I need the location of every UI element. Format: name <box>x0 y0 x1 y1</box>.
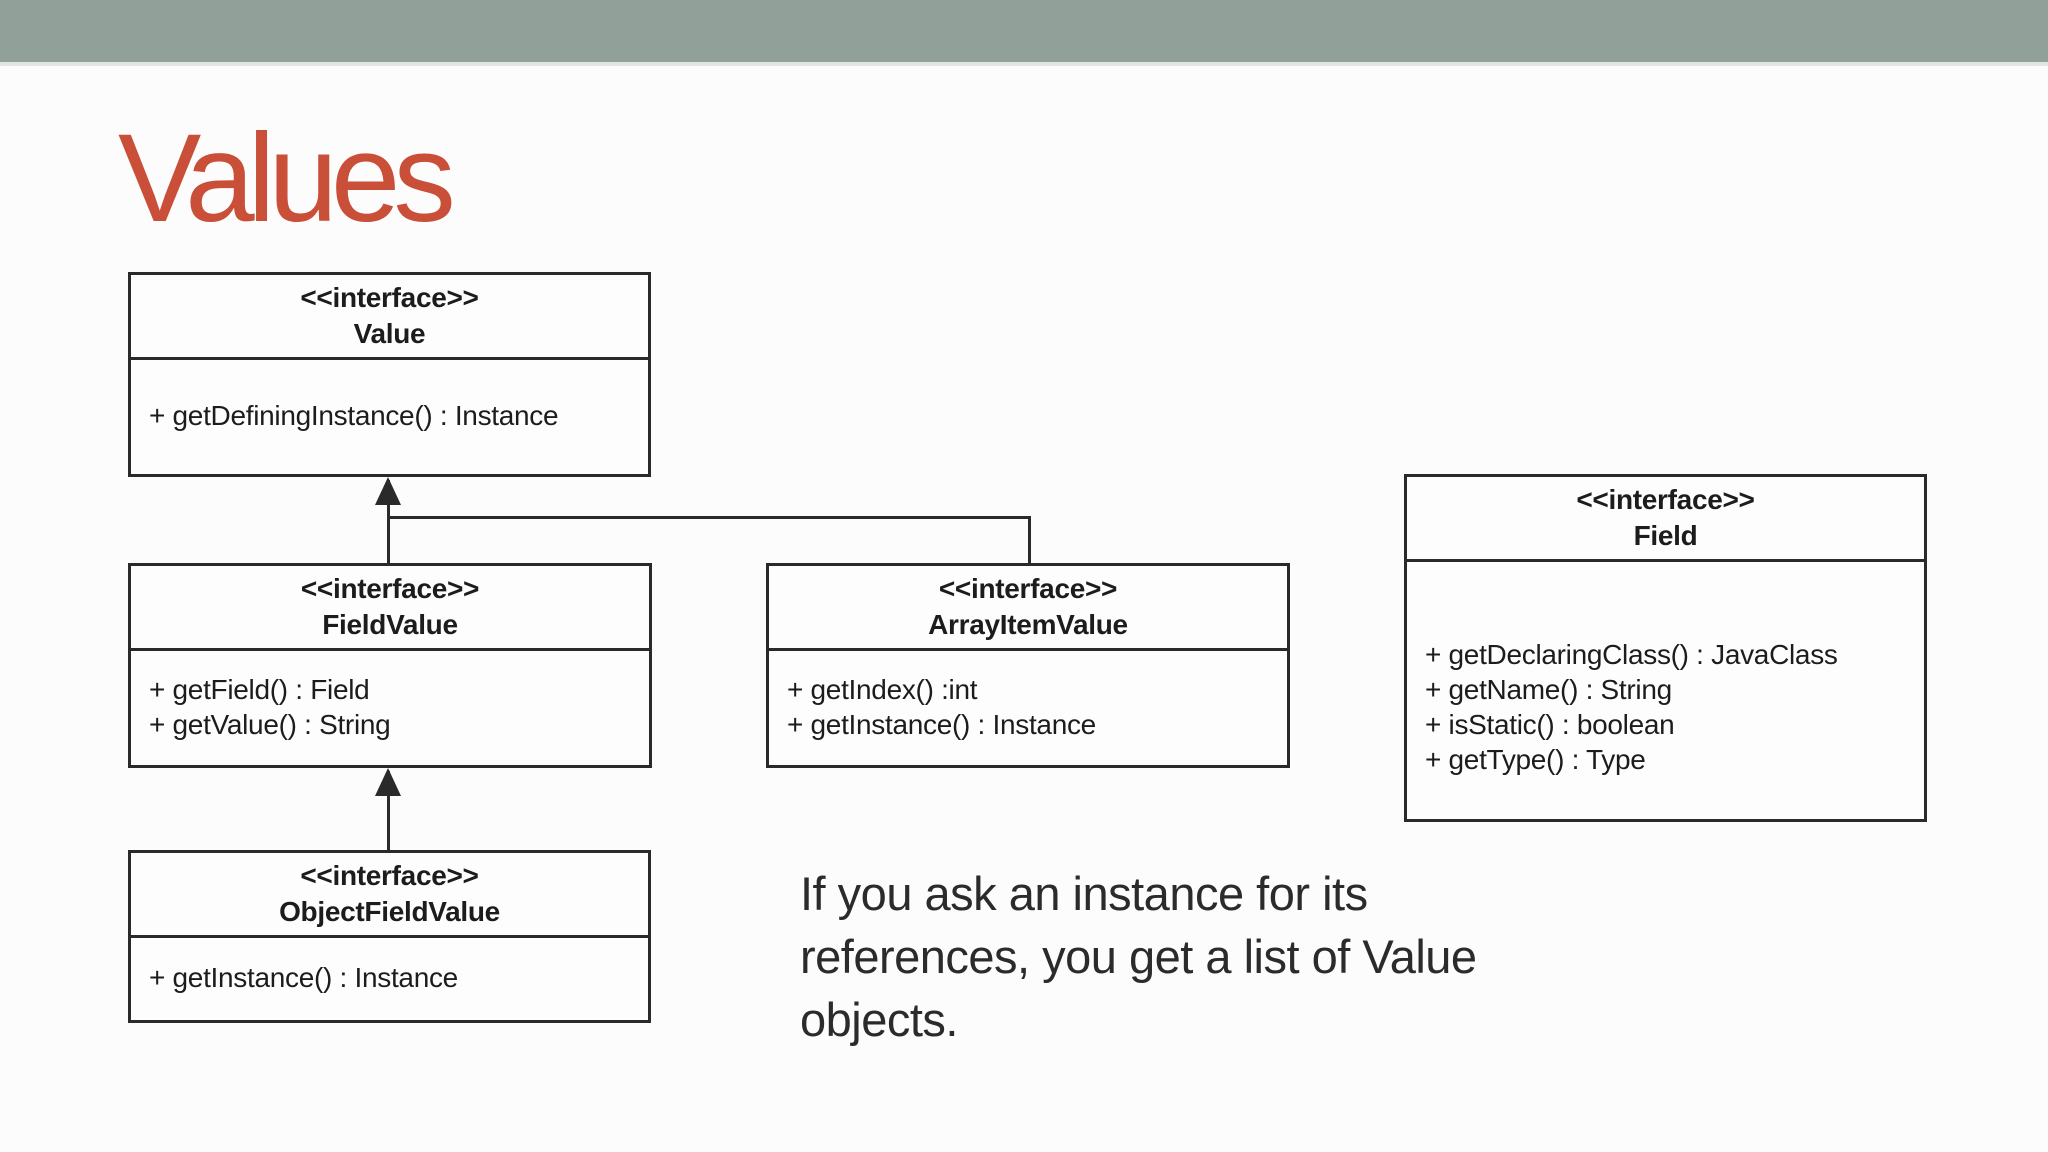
method-label: + getIndex() :int <box>787 673 978 705</box>
class-name-label: FieldValue <box>322 609 458 640</box>
uml-class-objectfieldvalue-methods: + getInstance() : Instance <box>131 938 648 1017</box>
class-name-label: ArrayItemValue <box>928 609 1128 640</box>
generalization-line-arrayitemvalue-horizontal <box>387 516 1031 519</box>
uml-class-value-header: <<interface>> Value <box>131 275 648 360</box>
uml-class-field-header: <<interface>> Field <box>1407 477 1924 562</box>
class-name-label: Field <box>1633 520 1698 551</box>
method-label: + getType() : Type <box>1425 744 1646 775</box>
note-line: references, you get a list of Value <box>800 930 1477 983</box>
uml-class-value: <<interface>> Value + getDefiningInstanc… <box>128 272 651 477</box>
uml-class-objectfieldvalue-header: <<interface>> ObjectFieldValue <box>131 853 648 938</box>
note-line: If you ask an instance for its <box>800 867 1368 920</box>
uml-class-field: <<interface>> Field + getDeclaringClass(… <box>1404 474 1927 822</box>
generalization-arrow-icon <box>375 477 401 505</box>
uml-class-field-methods: + getDeclaringClass() : JavaClass + getN… <box>1407 562 1924 816</box>
top-accent-bar-edge <box>0 62 2048 66</box>
generalization-arrow-icon <box>375 768 401 796</box>
uml-class-fieldvalue: <<interface>> FieldValue + getField() : … <box>128 563 652 768</box>
slide-title: Values <box>118 109 456 248</box>
stereotype-label: <<interface>> <box>1576 484 1755 515</box>
method-label: + getField() : Field <box>149 673 370 705</box>
note-text: If you ask an instance for its reference… <box>800 862 1477 1051</box>
uml-class-fieldvalue-methods: + getField() : Field + getValue() : Stri… <box>131 651 649 762</box>
method-label: + isStatic() : boolean <box>1425 709 1675 740</box>
generalization-line-fieldvalue-to-value <box>387 480 390 565</box>
uml-class-arrayitemvalue-header: <<interface>> ArrayItemValue <box>769 566 1287 651</box>
method-label: + getInstance() : Instance <box>787 708 1096 740</box>
method-label: + getDeclaringClass() : JavaClass <box>1425 639 1838 670</box>
uml-class-arrayitemvalue-methods: + getIndex() :int + getInstance() : Inst… <box>769 651 1287 762</box>
generalization-line-objectfieldvalue-to-fieldvalue <box>387 771 390 852</box>
uml-class-objectfieldvalue: <<interface>> ObjectFieldValue + getInst… <box>128 850 651 1023</box>
top-accent-bar <box>0 0 2048 62</box>
method-label: + getName() : String <box>1425 674 1672 705</box>
method-label: + getDefiningInstance() : Instance <box>149 400 559 431</box>
stereotype-label: <<interface>> <box>938 573 1118 604</box>
method-label: + getInstance() : Instance <box>149 962 458 993</box>
uml-class-value-methods: + getDefiningInstance() : Instance <box>131 360 648 471</box>
method-label: + getValue() : String <box>149 708 391 740</box>
class-name-label: ObjectFieldValue <box>279 896 500 927</box>
generalization-line-arrayitemvalue-vertical <box>1028 516 1031 565</box>
stereotype-label: <<interface>> <box>300 573 480 604</box>
stereotype-label: <<interface>> <box>300 860 479 891</box>
stereotype-label: <<interface>> <box>300 282 479 313</box>
note-line: objects. <box>800 993 958 1046</box>
uml-class-arrayitemvalue: <<interface>> ArrayItemValue + getIndex(… <box>766 563 1290 768</box>
class-name-label: Value <box>353 318 426 349</box>
uml-class-fieldvalue-header: <<interface>> FieldValue <box>131 566 649 651</box>
